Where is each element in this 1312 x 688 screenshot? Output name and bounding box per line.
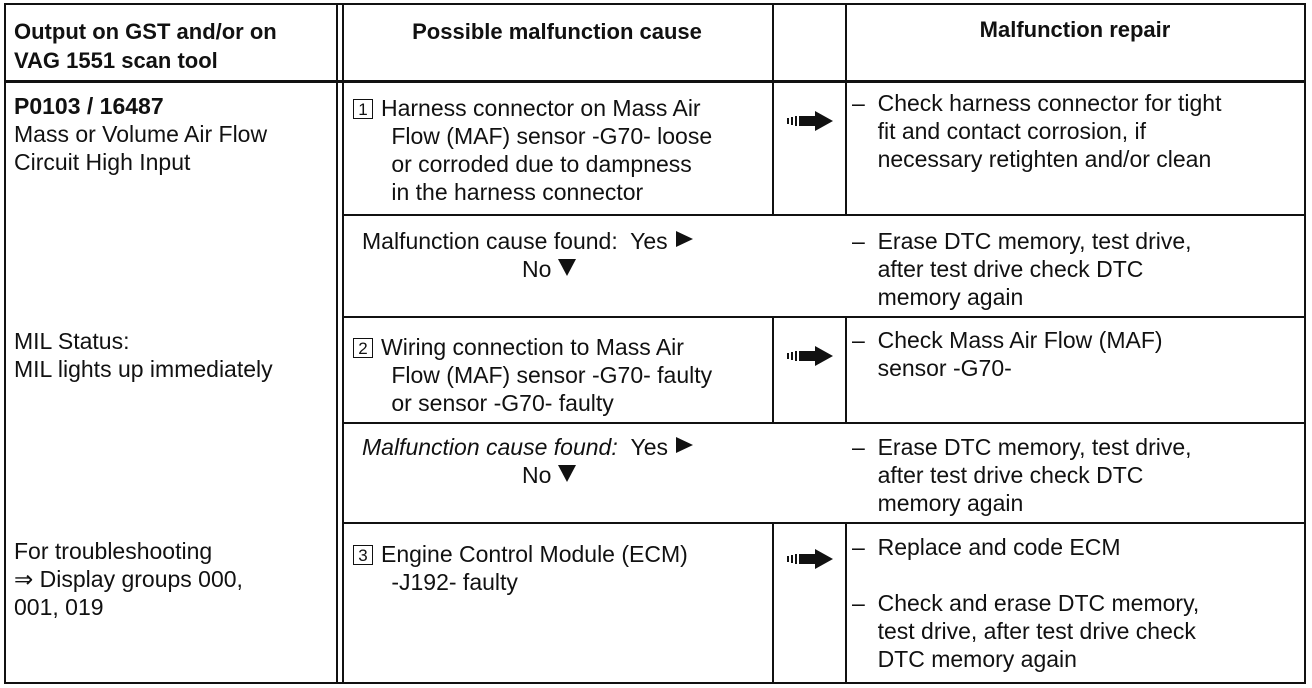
- found-repair-2: – Erase DTC memory, test drive, after te…: [852, 434, 1192, 516]
- row-divider-2: [342, 316, 1306, 318]
- found-repair-1: – Erase DTC memory, test drive, after te…: [852, 228, 1192, 310]
- col1-divider-b: [342, 3, 344, 684]
- step1-repair-left: [845, 81, 847, 215]
- row-divider-3: [342, 422, 1306, 424]
- step3-repair-left: [845, 522, 847, 683]
- step1-repair: – Check harness connector for tight fit …: [852, 90, 1222, 172]
- found-no-1-line: No: [522, 255, 577, 283]
- right-triangle-icon: [674, 227, 694, 255]
- header-col3-right: [845, 3, 847, 81]
- troubleshooting-note: For troubleshooting⇒ Display groups 000,…: [14, 538, 243, 620]
- step2-number: 2: [353, 338, 373, 358]
- dtc-desc-1: Mass or Volume Air Flow: [14, 121, 268, 147]
- found-no-2-line: No: [522, 461, 577, 489]
- row-divider-4: [342, 522, 1306, 524]
- border-left: [4, 3, 6, 684]
- step2-cause-right: [772, 316, 774, 423]
- row-divider-1: [342, 214, 1306, 216]
- down-triangle-icon: [557, 461, 577, 489]
- step3-number: 3: [353, 545, 373, 565]
- step2-repair: – Check Mass Air Flow (MAF) sensor -G70-: [852, 327, 1163, 381]
- header-divider: [4, 80, 1306, 83]
- down-triangle-icon: [557, 255, 577, 283]
- found-yes-1: Yes: [630, 228, 668, 254]
- header-col3-left: [772, 3, 774, 81]
- header-cause: Possible malfunction cause: [412, 19, 702, 44]
- step1-number: 1: [353, 99, 373, 119]
- step1-cause-right: [772, 81, 774, 215]
- border-right: [1304, 3, 1306, 684]
- dtc-desc-2: Circuit High Input: [14, 149, 191, 175]
- found-yes-2: Yes: [630, 434, 669, 460]
- found-no-2: No: [522, 462, 552, 488]
- found-row-2: Malfunction cause found: Yes: [362, 433, 694, 461]
- border-top: [4, 3, 1306, 5]
- step2-arrow-icon: [787, 346, 833, 366]
- col1-divider-a: [336, 3, 338, 684]
- mil-status: MIL Status:MIL lights up immediately: [14, 328, 273, 382]
- border-bottom: [4, 682, 1306, 684]
- right-triangle-icon: [674, 433, 694, 461]
- header-repair: Malfunction repair: [979, 17, 1171, 42]
- found-row-1: Malfunction cause found: Yes: [362, 227, 694, 255]
- found-no-1: No: [522, 256, 552, 282]
- dtc-code: P0103 / 16487: [14, 93, 164, 119]
- step3-repair-1: – Replace and code ECM: [852, 534, 1121, 560]
- step1-arrow-icon: [787, 111, 833, 131]
- step3-cause-right: [772, 522, 774, 683]
- step2-repair-left: [845, 316, 847, 423]
- step3-arrow-icon: [787, 549, 833, 569]
- step3-repair-2: – Check and erase DTC memory, test drive…: [852, 590, 1200, 672]
